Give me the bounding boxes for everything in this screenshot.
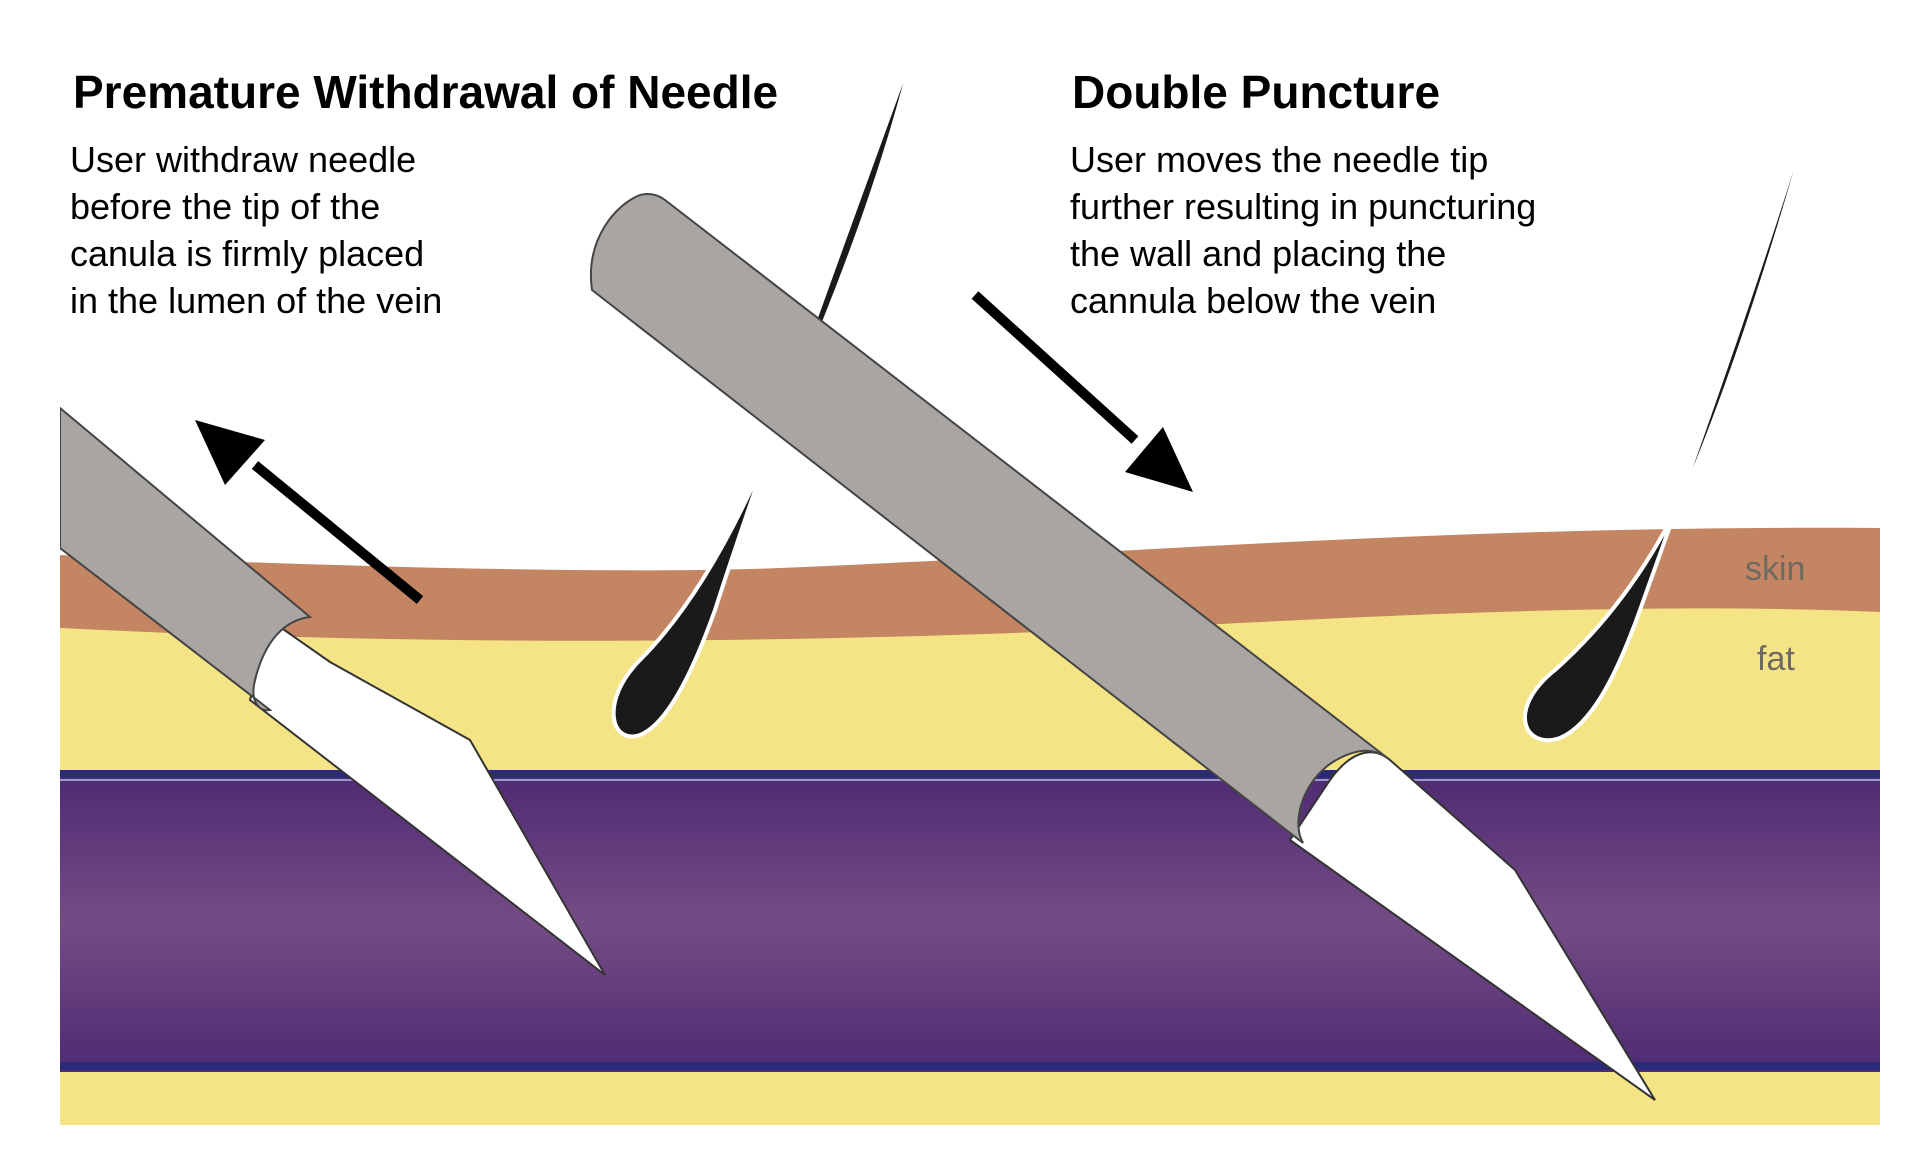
right-description-line: the wall and placing the — [1070, 233, 1447, 274]
right-panel-description: User moves the needle tip further result… — [1070, 136, 1536, 324]
withdraw-arrow — [195, 420, 424, 604]
right-description-line: further resulting in puncturing — [1070, 186, 1537, 227]
hair-right — [1523, 44, 1832, 743]
withdraw-arrow-head — [195, 420, 265, 485]
fat-label: fat — [1757, 640, 1795, 678]
left-description-line: canula is firmly placed — [70, 233, 425, 274]
vein-wall-top — [60, 770, 1880, 778]
left-description-line: in the lumen of the vein — [70, 280, 443, 321]
left-cannula-assembly — [60, 406, 606, 976]
advance-arrow — [971, 291, 1193, 492]
fat-layer — [60, 601, 1880, 780]
right-cannula-assembly — [589, 193, 1656, 1101]
left-cannula-tube — [60, 406, 313, 712]
left-description-line: User withdraw needle — [70, 139, 417, 180]
right-description-line: cannula below the vein — [1070, 280, 1437, 321]
right-description-line: User moves the needle tip — [1070, 139, 1489, 180]
left-description-line: before the tip of the — [70, 186, 381, 227]
vein-wall-top-highlight — [60, 779, 1880, 781]
right-panel-title: Double Puncture — [1072, 66, 1441, 118]
left-panel-title: Premature Withdrawal of Needle — [73, 66, 779, 118]
advance-arrow-head — [1125, 427, 1193, 492]
left-panel-description: User withdraw needle before the tip of t… — [70, 136, 442, 324]
right-cannula-tube — [589, 193, 1391, 844]
vein-wall-bottom — [60, 1062, 1880, 1070]
skin-label: skin — [1745, 550, 1805, 588]
